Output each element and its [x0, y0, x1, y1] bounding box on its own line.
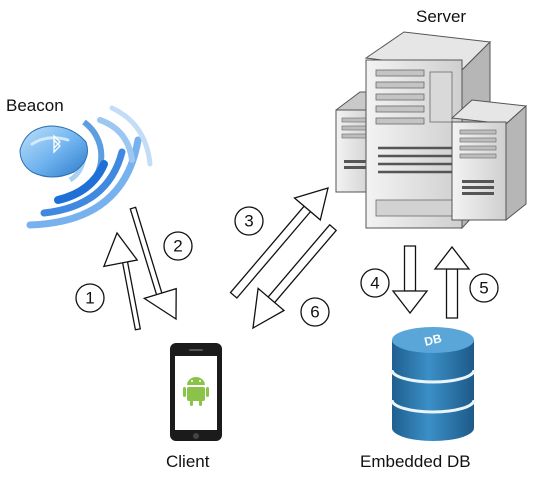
step-marker-5: 5 [469, 273, 499, 303]
flow-arrows [102, 187, 471, 331]
arrow-step-6-head [252, 287, 286, 330]
step-marker-2: 2 [163, 231, 193, 261]
arrow-step-4-shaft [403, 245, 417, 292]
step-number-3: 3 [244, 212, 253, 231]
embedded-db-label: Embedded DB [360, 452, 471, 471]
step-number-5: 5 [479, 279, 488, 298]
server-node: Server [335, 7, 528, 230]
arrow-step-5-head [433, 245, 471, 270]
db-badge-text: DB [423, 331, 444, 349]
server-tower-icon [335, 31, 528, 230]
step-marker-1: 1 [75, 283, 105, 313]
android-smartphone-icon [170, 343, 222, 441]
arrow-step-5-shaft [445, 268, 459, 319]
arrow-step-2-shaft [129, 206, 165, 303]
beacon-node: Beacon [6, 96, 153, 229]
beacon-label: Beacon [6, 96, 64, 115]
step-number-6: 6 [310, 303, 319, 322]
database-cylinder-icon: DB [390, 327, 476, 441]
step-marker-4: 4 [360, 268, 390, 298]
step-number-4: 4 [370, 274, 379, 293]
step-marker-3: 3 [234, 206, 264, 236]
embedded-db-node: DB Embedded DB [360, 327, 476, 471]
step-marker-6: 6 [300, 297, 330, 327]
server-label: Server [416, 7, 466, 26]
arrow-step-1-shaft [119, 250, 142, 331]
arrow-step-3-head [293, 187, 329, 222]
step-number-2: 2 [173, 237, 182, 256]
step-markers: 1 2 3 4 5 6 [75, 206, 499, 327]
arrow-step-1-head [102, 231, 139, 268]
client-label: Client [166, 452, 210, 471]
step-number-1: 1 [85, 289, 94, 308]
arrow-step-4-head [391, 290, 429, 315]
client-node: Client [166, 343, 222, 471]
arrow-step-2-head [142, 287, 177, 321]
bluetooth-beacon-icon [19, 105, 153, 229]
